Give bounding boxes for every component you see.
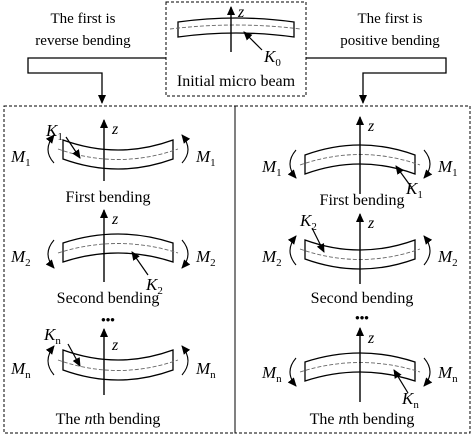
right-stage-n-moment-right xyxy=(423,357,433,387)
top-labels: The first is reverse bending The first i… xyxy=(35,11,440,49)
left-stage-n-moment-right xyxy=(181,345,191,376)
left-stage-1-m-left: M1 xyxy=(10,147,31,169)
left-stage-1: z M1 M1 K1 First bending xyxy=(10,119,216,206)
right-stage-2-z-label: z xyxy=(367,215,375,232)
left-ellipsis: ••• xyxy=(101,312,115,327)
left-stage-1-k-pointer xyxy=(65,136,81,159)
left-stage-1-z-label: z xyxy=(111,121,119,138)
left-stage-1-beam xyxy=(62,139,174,170)
right-column-frame xyxy=(234,105,471,434)
left-stage-2: z M2 M2 K2 Second bending xyxy=(10,209,216,307)
right-stage-2-k-label: K2 xyxy=(299,211,317,233)
right-stage-2-m-left: M2 xyxy=(261,247,282,269)
right-stage-n-z-label: z xyxy=(367,330,375,347)
left-stage-n: z Mn Mn Kn The nth bending xyxy=(10,325,216,428)
left-stage-n-k-label: Kn xyxy=(43,325,61,347)
right-stage-2-beam xyxy=(304,239,416,270)
right-connector xyxy=(306,57,447,104)
right-label-line1: The first is xyxy=(358,11,423,27)
left-stage-2-caption: Second bending xyxy=(57,290,160,307)
left-stage-1-neutral-axis xyxy=(57,148,179,160)
left-column-frame xyxy=(3,105,236,434)
left-stage-n-k-pointer xyxy=(67,343,81,367)
left-stage-2-moment-left xyxy=(45,239,55,269)
initial-beam-body xyxy=(177,17,295,38)
initial-beam-panel: z K0 Initial micro beam xyxy=(165,1,307,97)
right-stage-n-m-right: Mn xyxy=(437,363,458,385)
initial-beam: z K0 xyxy=(169,4,301,69)
left-stage-n-z-label: z xyxy=(111,337,119,354)
right-stage-1-k-pointer xyxy=(395,165,413,189)
right-stage-1-caption: First bending xyxy=(320,192,405,209)
initial-k0-label: K0 xyxy=(263,47,281,69)
right-stage-n-m-left: Mn xyxy=(261,363,282,385)
left-stage-n-neutral-axis xyxy=(57,359,179,371)
right-stage-n-k-pointer xyxy=(393,369,409,394)
right-stage-2: z M2 M2 K2 Second bending xyxy=(261,211,458,307)
right-ellipsis: ••• xyxy=(355,310,369,325)
right-stage-n-moment-left xyxy=(287,357,297,387)
left-stage-n-caption: The nth bending xyxy=(56,411,161,428)
right-stage-2-m-right: M2 xyxy=(437,247,458,269)
right-stage-1-m-right: M1 xyxy=(437,157,458,179)
left-stage-2-neutral-axis xyxy=(57,243,179,254)
right-stage-1-z-label: z xyxy=(367,118,375,135)
left-stage-1-moment-left xyxy=(45,134,55,164)
right-stage-2-caption: Second bending xyxy=(311,290,414,307)
left-stage-n-moment-left xyxy=(45,345,55,376)
right-stage-n-beam xyxy=(304,352,416,382)
right-stage-2-k-pointer xyxy=(311,227,325,253)
left-stage-2-z-label: z xyxy=(111,211,119,228)
right-stage-n-caption: The nth bending xyxy=(310,411,415,428)
left-stage-2-k-pointer xyxy=(131,251,149,276)
right-stage-n-k-label: Kn xyxy=(401,389,419,411)
right-stage-2-moment-right xyxy=(423,235,433,266)
initial-beam-frame xyxy=(165,1,307,97)
initial-z-label: z xyxy=(237,4,245,21)
left-stage-1-m-right: M1 xyxy=(195,147,216,169)
right-stage-1-moment-right xyxy=(423,149,433,179)
connectors xyxy=(27,57,447,104)
left-stage-n-m-left: Mn xyxy=(10,359,31,381)
left-stage-n-beam xyxy=(62,349,174,381)
left-label-line2: reverse bending xyxy=(35,33,131,49)
left-stage-2-m-right: M2 xyxy=(195,247,216,269)
left-stage-2-beam xyxy=(62,233,174,263)
right-stage-1: z M1 M1 K1 First bending xyxy=(261,116,458,209)
right-label-line2: positive bending xyxy=(340,33,440,49)
left-stage-1-k-label: K1 xyxy=(45,121,63,143)
left-stage-1-caption: First bending xyxy=(66,189,151,206)
left-stage-2-moment-right xyxy=(181,239,191,269)
right-stage-2-moment-left xyxy=(287,235,297,266)
left-stage-1-moment-right xyxy=(181,134,191,164)
left-label-line1: The first is xyxy=(51,11,116,27)
right-stage-1-moment-left xyxy=(287,149,297,179)
initial-beam-neutral-axis xyxy=(169,24,301,30)
left-stage-2-k-label: K2 xyxy=(145,275,163,297)
initial-k0-pointer xyxy=(243,31,263,51)
initial-caption: Initial micro beam xyxy=(177,73,296,90)
right-stage-n: z Mn Mn Kn The nth bending xyxy=(261,327,458,428)
right-stage-1-beam xyxy=(304,144,416,175)
left-stage-2-m-left: M2 xyxy=(10,247,31,269)
left-connector xyxy=(27,57,166,104)
left-stage-n-m-right: Mn xyxy=(195,359,216,381)
right-stage-1-m-left: M1 xyxy=(261,157,282,179)
right-stage-1-k-label: K1 xyxy=(405,179,423,201)
